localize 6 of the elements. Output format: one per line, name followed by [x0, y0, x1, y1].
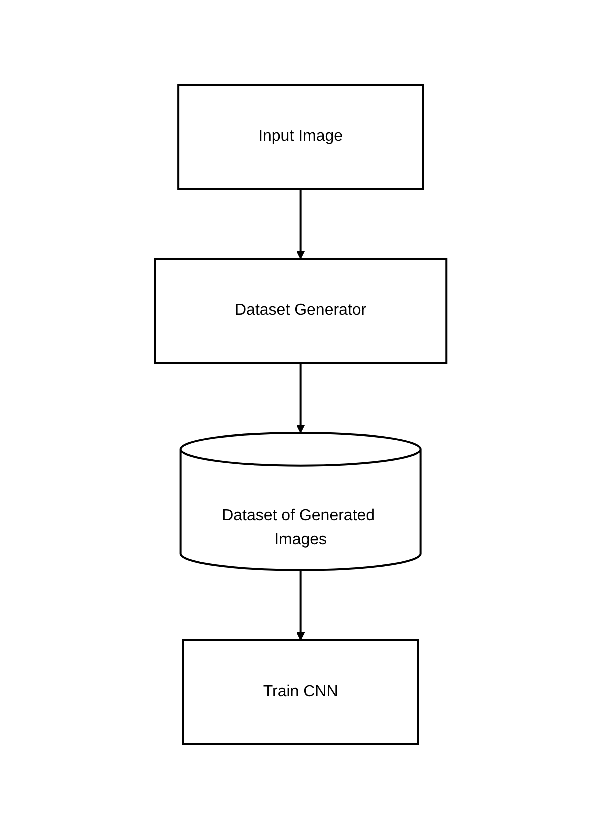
node-box: Input Image — [177, 84, 424, 190]
arrow — [296, 362, 305, 434]
arrow — [296, 188, 305, 260]
node-box: Dataset Generator — [154, 258, 448, 364]
node-box: Train CNN — [182, 639, 419, 746]
arrow — [296, 570, 305, 641]
